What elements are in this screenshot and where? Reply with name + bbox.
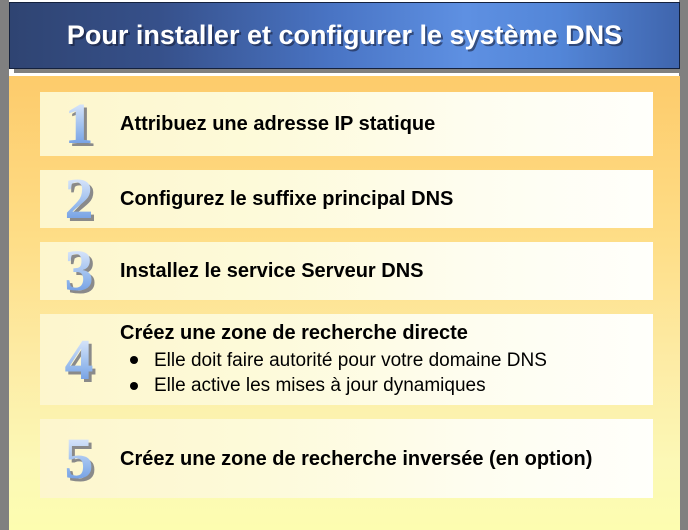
bullet-text: Elle active les mises à jour dynamiques [154,375,486,396]
step-body-2: Configurez le suffixe principal DNS [110,187,643,212]
step-number-5: 5 5 [48,428,110,490]
step-body-3: Installez le service Serveur DNS [110,259,643,284]
step-number-5-shadow: 5 [51,431,113,493]
list-item: Elle doit faire autorité pour votre doma… [126,348,643,373]
step-number-4-face: 4 [48,329,110,391]
left-gutter [0,0,9,530]
bullet-dot-icon [130,381,138,390]
step-title-4: Créez une zone de recherche directe [120,321,468,344]
list-item: Elle active les mises à jour dynamiques [126,373,643,398]
step-number-2: 2 2 [48,168,113,233]
step-number-2-face: 2 [48,168,110,230]
step-row-3: 3 3 Installez le service Serveur DNS [40,240,653,305]
step-row-4: 4 4 Créez une zone de recherche directe … [40,314,653,405]
step-number-4-shadow: 4 [51,332,113,394]
step-title-2: Configurez le suffixe principal DNS [120,187,454,210]
step-number-1: 1 1 [48,93,113,158]
page-title: Pour installer et configurer le système … [66,20,623,50]
step-bullets-4: Elle doit faire autorité pour votre doma… [120,348,643,398]
step-number-5-face: 5 [48,428,110,490]
step-number-2-shadow: 2 [51,171,113,233]
bullet-dot-icon [130,356,138,365]
step-number-3: 3 3 [48,240,113,305]
step-title-3: Installez le service Serveur DNS [120,259,424,282]
step-body-1: Attribuez une adresse IP statique [110,112,643,137]
right-gutter [679,0,688,530]
step-body-4: Créez une zone de recherche directe Elle… [110,321,643,398]
step-row-2: 2 2 Configurez le suffixe principal DNS [40,168,653,233]
step-body-5: Créez une zone de recherche inversée (en… [110,446,643,472]
step-row-1: 1 1 Attribuez une adresse IP statique [40,92,653,156]
content-panel: 1 1 Attribuez une adresse IP statique 2 … [9,76,680,530]
steps-list: 1 1 Attribuez une adresse IP statique 2 … [40,92,653,512]
step-number-1-face: 1 [48,93,110,155]
step-title-5: Créez une zone de recherche inversée (en… [120,447,593,470]
bullet-text: Elle doit faire autorité pour votre doma… [154,349,547,371]
step-row-5: 5 5 Créez une zone de recherche inversée… [40,419,653,498]
step-number-3-shadow: 3 [51,243,113,305]
step-title-1: Attribuez une adresse IP statique [120,112,436,135]
step-number-3-face: 3 [48,240,110,302]
step-number-1-shadow: 1 [51,96,113,158]
title-bar: Pour installer et configurer le système … [9,2,680,69]
step-number-4: 4 4 [48,329,110,391]
